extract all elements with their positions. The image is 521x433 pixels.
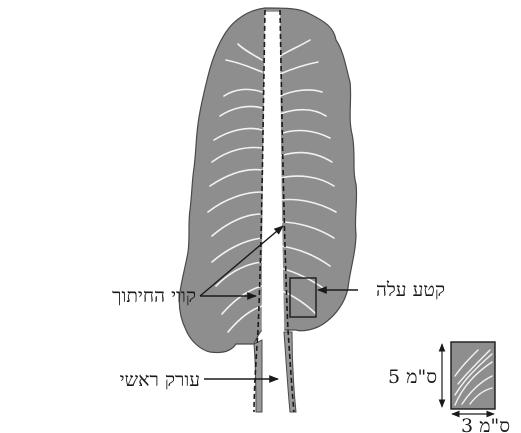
leaf-piece-sample bbox=[451, 342, 495, 409]
label-cut-lines: קווי החיתוך bbox=[112, 285, 196, 307]
petiole bbox=[254, 340, 262, 412]
label-height-dimension: 5 ס"מ bbox=[388, 366, 437, 388]
label-main-vein: עורק ראשי bbox=[120, 369, 200, 391]
label-leaf-piece: קטע עלה bbox=[376, 279, 445, 301]
label-width-dimension: 3 ס"מ bbox=[461, 415, 510, 433]
